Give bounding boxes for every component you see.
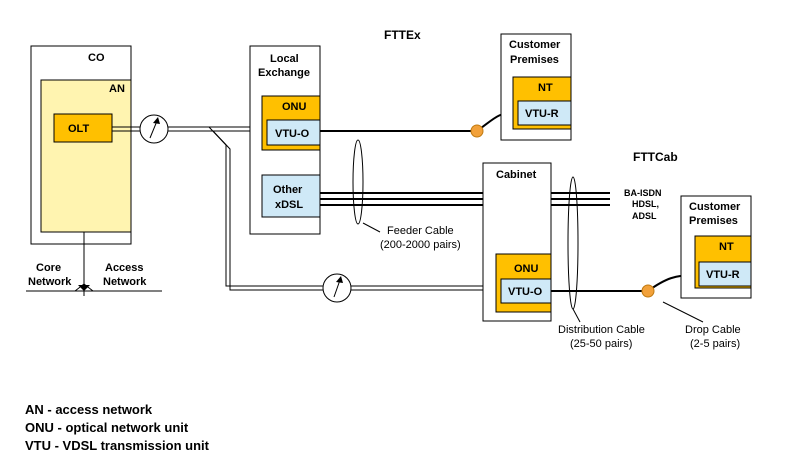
cp2-label-2: Premises [689,215,738,227]
drop-cable-label-1: Drop Cable [685,324,741,336]
fttex-title: FTTEx [384,28,421,42]
hdsl-label: HDSL, [632,199,659,209]
an-box [40,79,132,233]
co-label: CO [88,52,105,64]
an-label: AN [109,83,125,95]
legend-an: AN - access network [25,402,153,417]
distribution-cable-bundle [567,176,579,310]
fttcab-title: FTTCab [633,150,678,164]
vtur1-label: VTU-R [525,108,559,120]
drop-cable-label-2: (2-5 pairs) [690,338,740,350]
vtuo-cab-label: VTU-O [508,286,543,298]
core-network-label-2: Network [28,276,72,288]
distribution-cable-label-1: Distribution Cable [558,324,645,336]
junction-dot-1 [470,124,484,138]
cp1-label-2: Premises [510,54,559,66]
cp2-label-1: Customer [689,201,741,213]
other-xdsl-box [261,174,321,218]
onu-cab-label: ONU [514,263,539,275]
access-arrow [84,285,90,291]
vtur2-label: VTU-R [706,269,740,281]
vtuo-le-box [266,119,321,146]
distribution-cable-label-2: (25-50 pairs) [570,338,632,350]
local-exchange-label-1: Local [270,53,299,65]
feeder-cable-label-1: Feeder Cable [387,225,454,237]
other-xdsl-label-1: Other [273,184,303,196]
local-exchange-label-2: Exchange [258,67,310,79]
cp1-label-1: Customer [509,39,561,51]
access-network-label-1: Access [105,262,144,274]
junction-dot-2 [641,284,655,298]
feeder-cable-label-2: (200-2000 pairs) [380,239,461,251]
feeder-cable-bundle [352,139,364,225]
adsl-label: ADSL [632,211,657,221]
nt2-label: NT [719,241,734,253]
legend-vtu: VTU - VDSL transmission unit [25,438,210,453]
olt-box [53,113,113,143]
vtuo-cab-box [500,278,552,304]
vtur2-box [698,261,752,287]
vtuo-le-label: VTU-O [275,128,310,140]
vtur1-box [517,100,572,126]
ba-isdn-label: BA-ISDN [624,188,662,198]
legend-onu: ONU - optical network unit [25,420,189,435]
core-network-label-1: Core [36,262,61,274]
onu-le-label: ONU [282,101,307,113]
nt1-label: NT [538,82,553,94]
olt-label: OLT [68,123,89,135]
access-network-label-2: Network [103,276,147,288]
cabinet-label: Cabinet [496,169,537,181]
other-xdsl-label-2: xDSL [275,199,303,211]
core-arrow [78,285,84,291]
